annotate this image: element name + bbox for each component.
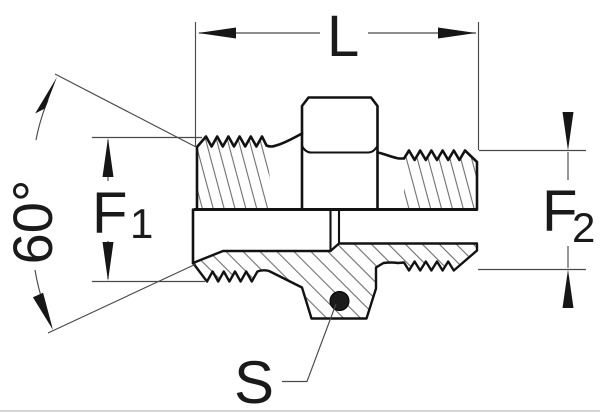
external-upper-half (195, 96, 479, 211)
left-thread-hatch (197, 136, 273, 210)
arrow-up (102, 138, 114, 177)
label-L: L (327, 4, 359, 69)
hex-body (300, 96, 379, 211)
arrow-upper (35, 77, 57, 114)
dimension-F1: F 1 (92, 136, 205, 283)
label-angle: 60° (1, 180, 64, 265)
arrow-left (198, 27, 236, 39)
label-F2: F (542, 179, 577, 244)
hex-center-dot-ring (329, 291, 350, 311)
label-S: S (234, 349, 274, 414)
label-F2-sub: 2 (572, 204, 595, 251)
dimension-L: L (194, 4, 480, 150)
right-thread-hatch (404, 150, 477, 210)
cone-line-lower (47, 263, 197, 334)
hex-chamfer-line (301, 145, 379, 154)
arrow-up (562, 269, 574, 308)
section-lower-half (191, 208, 479, 320)
cone-line-upper (54, 73, 197, 148)
dimension-angle: 60° (1, 73, 197, 334)
arrow-lower (32, 292, 53, 330)
arrow-down (102, 242, 114, 281)
arrow-right (438, 27, 476, 39)
label-S-group: S (234, 303, 337, 414)
s-leader-line (282, 303, 337, 383)
dimension-F2: F 2 (478, 112, 595, 308)
arrow-down (562, 112, 574, 151)
section-hatch-region (191, 242, 479, 320)
label-F1-sub: 1 (130, 200, 153, 247)
label-F1: F (92, 181, 127, 246)
left-thread-profile (195, 132, 304, 211)
right-thread-profile (376, 149, 479, 211)
